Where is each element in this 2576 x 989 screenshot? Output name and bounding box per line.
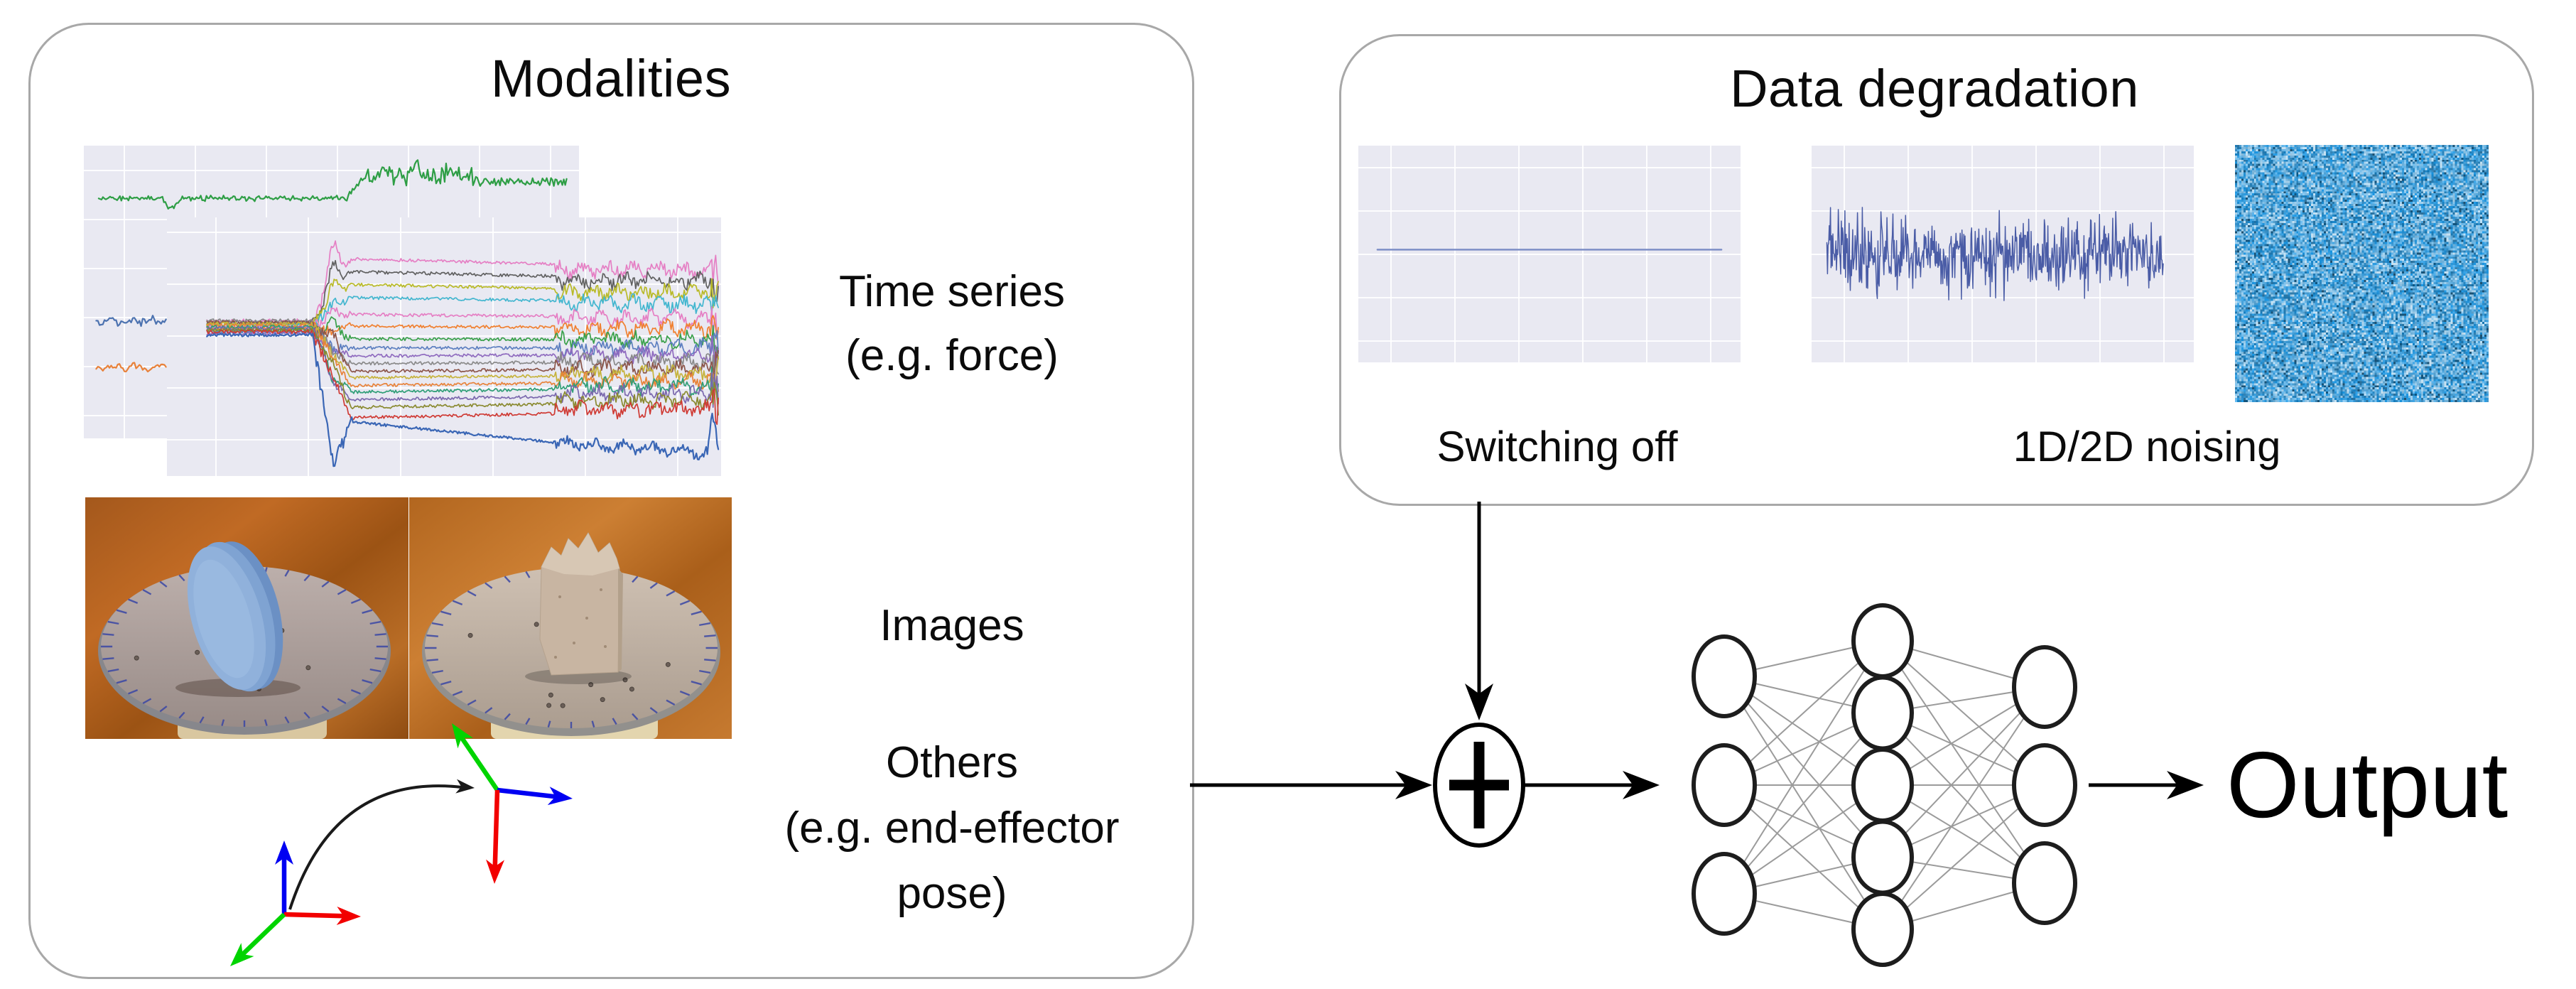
front-timeseries-lines	[206, 240, 720, 468]
label-others-line3: pose)	[897, 869, 1007, 918]
noise-1d-line	[1826, 207, 2164, 301]
label-images-line1: Images	[880, 601, 1024, 650]
pose-trajectory-curve	[288, 784, 462, 910]
photo-blue-sponge	[85, 497, 408, 739]
label-switching-off: Switching off	[1436, 423, 1678, 470]
photo-brick-block	[409, 497, 732, 739]
modalities-title: Modalities	[490, 49, 732, 108]
flow-arrows	[1190, 502, 2204, 799]
photo-blue-sponge-image	[85, 497, 408, 739]
sum-node	[1433, 723, 1525, 848]
end-effector-pose-figure	[230, 723, 573, 966]
label-images: Images	[732, 594, 1172, 658]
neural-network	[1692, 603, 2077, 967]
label-others-line2: (e.g. end-effector	[784, 804, 1120, 853]
label-time-series-line2: (e.g. force)	[845, 331, 1059, 380]
front-timeseries-plot	[167, 217, 721, 476]
label-time-series: Time series (e.g. force)	[732, 260, 1172, 388]
photo-brick-block-image	[409, 497, 732, 739]
label-others-line1: Others	[885, 738, 1019, 787]
label-time-series-line1: Time series	[838, 267, 1066, 316]
label-1d2d-noising: 1D/2D noising	[2013, 423, 2281, 470]
output-label: Output	[2226, 733, 2509, 837]
back-timeseries-lines	[95, 159, 568, 373]
data-degradation-title: Data degradation	[1730, 59, 2139, 118]
noise-2d-image	[2235, 145, 2489, 402]
switch-off-line	[1376, 249, 1723, 251]
label-others: Others (e.g. end-effector pose)	[732, 730, 1172, 926]
noise-1d-plot	[1812, 146, 2194, 362]
brick-top-face	[541, 533, 619, 575]
switch-off-plot	[1358, 146, 1741, 362]
